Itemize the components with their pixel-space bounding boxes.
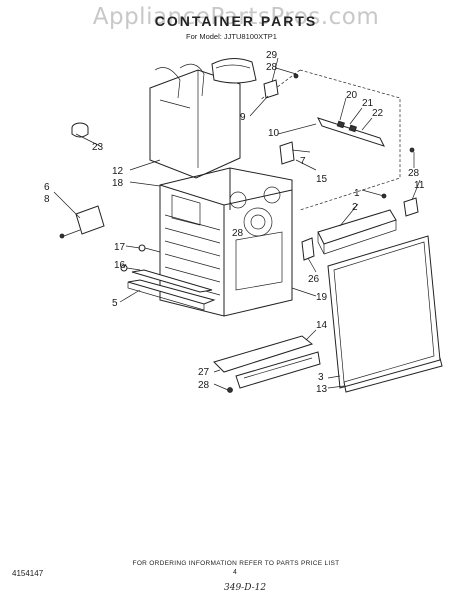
callout-15: 15 — [316, 174, 328, 185]
door-handle — [213, 335, 321, 393]
watermark: AppliancePartsPros.com — [92, 4, 380, 30]
rail-assembly — [127, 269, 216, 311]
callout-14: 14 — [316, 320, 328, 331]
ordering-note: FOR ORDERING INFORMATION REFER TO PARTS … — [132, 560, 340, 567]
page-number: 4 — [233, 569, 237, 576]
callout-20: 20 — [346, 90, 358, 101]
hinge-bracket — [59, 205, 105, 239]
container-lid — [211, 58, 257, 84]
callout-28-mid: 28 — [232, 228, 244, 239]
callout-7: 7 — [300, 156, 306, 167]
document-number: 4154147 — [12, 569, 44, 578]
control-rail — [259, 69, 401, 211]
callout-28-bottom: 28 — [198, 380, 210, 391]
callout-19: 19 — [316, 292, 328, 303]
callout-6: 6 — [44, 182, 50, 193]
callout-28-right: 28 — [408, 168, 420, 179]
screws-left — [120, 244, 161, 272]
callout-21: 21 — [362, 98, 374, 109]
callout-18: 18 — [112, 178, 124, 189]
callout-5: 5 — [112, 298, 118, 309]
handwritten-note: 349-D-12 — [224, 583, 267, 593]
leader-lines — [53, 57, 421, 391]
callout-28-top: 28 — [266, 62, 278, 73]
callout-23: 23 — [92, 142, 104, 153]
callout-29: 29 — [266, 50, 278, 61]
callout-13: 13 — [316, 384, 328, 395]
callout-17: 17 — [114, 242, 126, 253]
callout-12: 12 — [112, 166, 124, 177]
door-bar — [317, 209, 397, 255]
diagram-title: CONTAINER PARTS — [154, 13, 318, 29]
callout-1: 1 — [354, 188, 360, 199]
callout-22: 22 — [372, 108, 384, 119]
model-line: For Model: JJTU8100XTP1 — [186, 32, 277, 41]
door-panel — [327, 235, 443, 393]
container-frame — [159, 167, 293, 317]
callout-9: 9 — [240, 112, 246, 123]
callout-10: 10 — [268, 128, 280, 139]
rubber-foot — [71, 122, 89, 138]
callout-26: 26 — [308, 274, 320, 285]
callout-2: 2 — [352, 202, 358, 213]
container-bag — [149, 63, 241, 179]
callout-27: 27 — [198, 367, 210, 378]
callout-8: 8 — [44, 194, 50, 205]
callout-3: 3 — [318, 372, 324, 383]
callout-11: 11 — [414, 180, 425, 191]
brackets — [263, 73, 419, 261]
callout-16: 16 — [114, 260, 126, 271]
